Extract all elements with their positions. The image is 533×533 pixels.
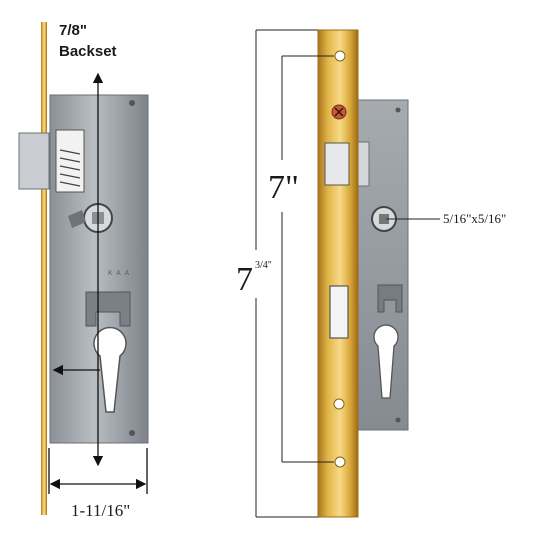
left-faceplate-edge	[41, 22, 47, 515]
right-body-screw-top	[395, 107, 401, 113]
right-deadbolt-slot	[377, 284, 403, 313]
overall-length-main: 7	[236, 261, 253, 298]
faceplate-screw-hole-top	[334, 50, 346, 62]
faceplate-small-screw	[333, 398, 345, 410]
backset-value: 7/8"	[59, 22, 87, 39]
right-faceplate	[317, 29, 359, 518]
left-stamp-text: K A A	[108, 270, 130, 278]
left-cylinder-cutout	[93, 326, 127, 413]
left-lock-side-view: K A A	[18, 22, 149, 515]
right-body-screw-bottom	[395, 417, 401, 423]
left-screw-hole-top	[129, 100, 135, 106]
faceplate-latch-opening	[324, 142, 350, 186]
right-follower-square	[379, 214, 389, 224]
left-latch-bolt	[18, 132, 50, 190]
left-latch-spring	[59, 149, 81, 187]
faceplate-red-screw-cross	[334, 107, 344, 117]
backset-label: Backset	[59, 43, 117, 60]
left-screw-hole-bottom	[129, 430, 135, 436]
right-cylinder-cutout	[373, 324, 399, 399]
hole-spacing-label: 7"	[268, 169, 299, 206]
right-lock-front-view	[317, 29, 409, 518]
left-deadbolt-slot	[85, 291, 131, 327]
spindle-size-label: 5/16"x5/16"	[443, 211, 506, 226]
left-lever-arm	[68, 210, 86, 228]
overall-length-fraction: 3/4"	[255, 260, 272, 271]
faceplate-screw-hole-bottom	[334, 456, 346, 468]
width-label: 1-11/16"	[71, 501, 130, 520]
left-dimension-lines	[48, 72, 148, 494]
right-dimension-lines	[255, 29, 440, 518]
faceplate-deadbolt-opening	[329, 285, 349, 339]
